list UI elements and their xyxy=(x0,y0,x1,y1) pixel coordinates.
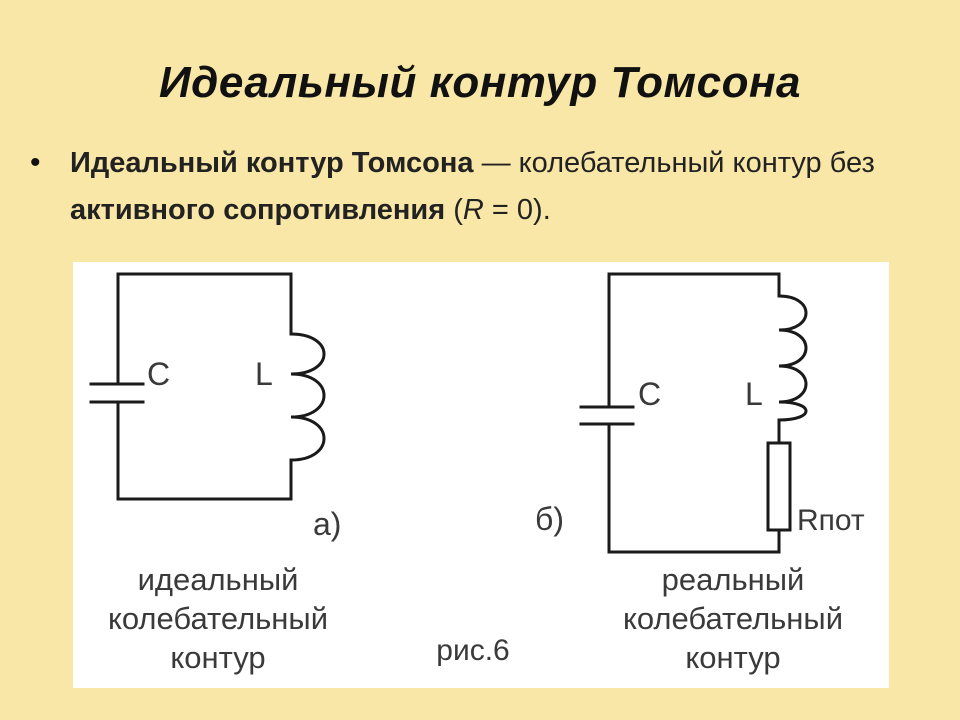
left-caption-line-1: идеальный xyxy=(138,562,299,597)
bullet-bold-phrase: активного сопротивления xyxy=(70,194,446,226)
left-caption-line-2: колебательный xyxy=(108,601,328,636)
bullet-marker: • xyxy=(30,146,41,179)
right-caption-line-2: колебательный xyxy=(623,601,843,636)
bullet-variable: R xyxy=(462,194,484,226)
bullet-equals-value: = 0). xyxy=(483,194,551,226)
right-wire-left-lower xyxy=(607,422,781,554)
right-caption-line-3: контур xyxy=(685,640,780,675)
circuit-diagram: C L а) идеальный колебательный контур C … xyxy=(89,272,865,675)
bullet-text: Идеальный контур Томсона — колебательный… xyxy=(70,140,930,234)
figure-number: рис.6 xyxy=(436,634,509,667)
right-tag: б) xyxy=(535,501,564,537)
circuit-figure: C L а) идеальный колебательный контур C … xyxy=(73,262,889,688)
right-inductor-label: L xyxy=(745,376,763,412)
bullet-paren-open: ( xyxy=(445,194,463,226)
bullet-item: • Идеальный контур Томсона — колебательн… xyxy=(30,140,930,234)
bullet-dash-text: — колебательный контур без xyxy=(473,147,875,179)
left-wire-left-lower xyxy=(116,400,293,501)
right-resistor xyxy=(766,441,792,532)
left-caption-line-3: контур xyxy=(170,640,265,675)
left-capacitor-label: C xyxy=(147,356,170,392)
bullet-term: Идеальный контур Томсона xyxy=(70,147,474,179)
left-inductor-coil xyxy=(289,332,326,462)
right-inductor-coil xyxy=(777,294,808,422)
left-inductor-label: L xyxy=(255,356,273,392)
right-capacitor-label: C xyxy=(638,376,661,412)
right-resistor-label: Rпот xyxy=(797,504,865,537)
left-tag: а) xyxy=(313,506,341,542)
right-caption-line-1: реальный xyxy=(662,562,805,597)
right-wire-top xyxy=(607,272,781,298)
left-wire-top xyxy=(116,272,293,336)
slide-title: Идеальный контур Томсона xyxy=(159,58,801,107)
